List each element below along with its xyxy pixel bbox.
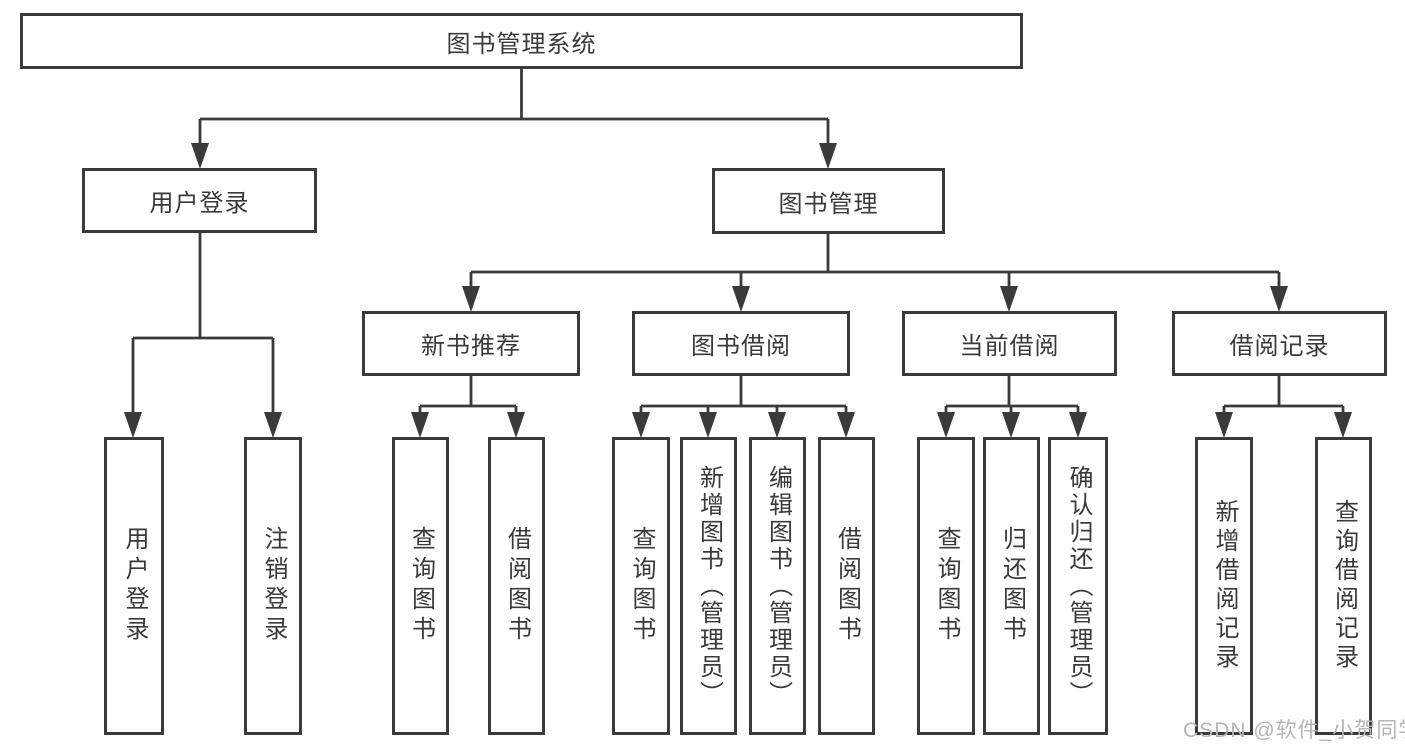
leaf-logout-label: 注销登录 <box>259 526 287 646</box>
arrowhead <box>1002 412 1020 438</box>
leaf-query-book-2: 查询图书 <box>612 437 670 735</box>
arrowhead <box>837 412 855 438</box>
leaf-confirm-return-admin: 确认归还（管理员） <box>1048 437 1108 735</box>
leaf-query-book-2-label: 查询图书 <box>627 526 655 646</box>
arrowhead <box>411 412 429 438</box>
node-book-borrow-label: 图书借阅 <box>691 333 791 360</box>
arrowhead <box>732 286 750 312</box>
node-new-book-recommend-label: 新书推荐 <box>421 333 521 360</box>
leaf-logout: 注销登录 <box>244 437 302 735</box>
node-current-borrow-label: 当前借阅 <box>959 333 1060 360</box>
arrowhead <box>264 412 282 438</box>
node-book-borrow: 图书借阅 <box>632 311 850 376</box>
node-library-system: 图书管理系统 <box>20 13 1023 69</box>
connector-book-borrow-children <box>632 376 855 438</box>
node-current-borrow: 当前借阅 <box>902 311 1117 376</box>
leaf-borrow-book-2-label: 借阅图书 <box>833 526 861 646</box>
connector-book-mgmt-children <box>462 233 1288 312</box>
node-borrow-record-label: 借阅记录 <box>1229 333 1330 360</box>
node-user-login: 用户登录 <box>82 168 317 233</box>
connector-borrow-record-children <box>1215 376 1352 438</box>
leaf-edit-book-admin: 编辑图书（管理员） <box>749 437 806 735</box>
leaf-add-book-admin-label: 新增图书（管理员） <box>695 464 723 708</box>
connector-user-login-children <box>124 233 282 438</box>
leaf-add-book-admin: 新增图书（管理员） <box>680 437 737 735</box>
leaf-query-book-1-label: 查询图书 <box>407 526 435 646</box>
arrowhead <box>1215 412 1233 438</box>
leaf-borrow-book-2: 借阅图书 <box>818 437 875 735</box>
leaf-query-borrow-record-label: 查询借阅记录 <box>1330 499 1358 673</box>
arrowhead <box>1270 286 1288 312</box>
leaf-borrow-book-1-label: 借阅图书 <box>503 526 531 646</box>
leaf-user-login-label: 用户登录 <box>120 526 148 646</box>
arrowhead <box>819 143 837 169</box>
leaf-borrow-book-1: 借阅图书 <box>488 437 545 735</box>
node-book-management-label: 图书管理 <box>778 190 879 218</box>
leaf-query-book-3-label: 查询图书 <box>932 526 960 646</box>
arrowhead <box>699 412 717 438</box>
connector-root-to-level2 <box>191 69 837 169</box>
node-library-system-label: 图书管理系统 <box>446 30 597 58</box>
arrowhead <box>191 143 209 169</box>
node-user-login-label: 用户登录 <box>149 190 250 217</box>
leaf-user-login: 用户登录 <box>104 437 164 735</box>
leaf-query-book-3: 查询图书 <box>917 437 975 735</box>
arrowhead <box>937 412 955 438</box>
leaf-query-borrow-record: 查询借阅记录 <box>1315 437 1372 735</box>
arrowhead <box>1000 286 1018 312</box>
node-new-book-recommend: 新书推荐 <box>362 311 580 376</box>
arrowhead <box>632 412 650 438</box>
leaf-edit-book-admin-label: 编辑图书（管理员） <box>764 464 792 708</box>
leaf-return-book: 归还图书 <box>983 437 1040 735</box>
arrowhead <box>507 412 525 438</box>
node-book-management: 图书管理 <box>712 168 945 234</box>
node-borrow-record: 借阅记录 <box>1172 311 1387 376</box>
arrowhead <box>768 412 786 438</box>
leaf-add-borrow-record-label: 新增借阅记录 <box>1210 499 1238 673</box>
connector-current-borrow-children <box>937 376 1087 438</box>
arrowhead <box>124 412 142 438</box>
arrowhead <box>462 286 480 312</box>
arrowhead <box>1069 412 1087 438</box>
leaf-query-book-1: 查询图书 <box>392 437 449 735</box>
connector-new-book-children <box>411 376 525 438</box>
leaf-return-book-label: 归还图书 <box>998 526 1026 646</box>
leaf-confirm-return-admin-label: 确认归还（管理员） <box>1064 464 1092 708</box>
leaf-add-borrow-record: 新增借阅记录 <box>1195 437 1253 735</box>
arrowhead <box>1334 412 1352 438</box>
csdn-watermark: CSDN @软件_小贺同学 <box>1183 719 1405 742</box>
